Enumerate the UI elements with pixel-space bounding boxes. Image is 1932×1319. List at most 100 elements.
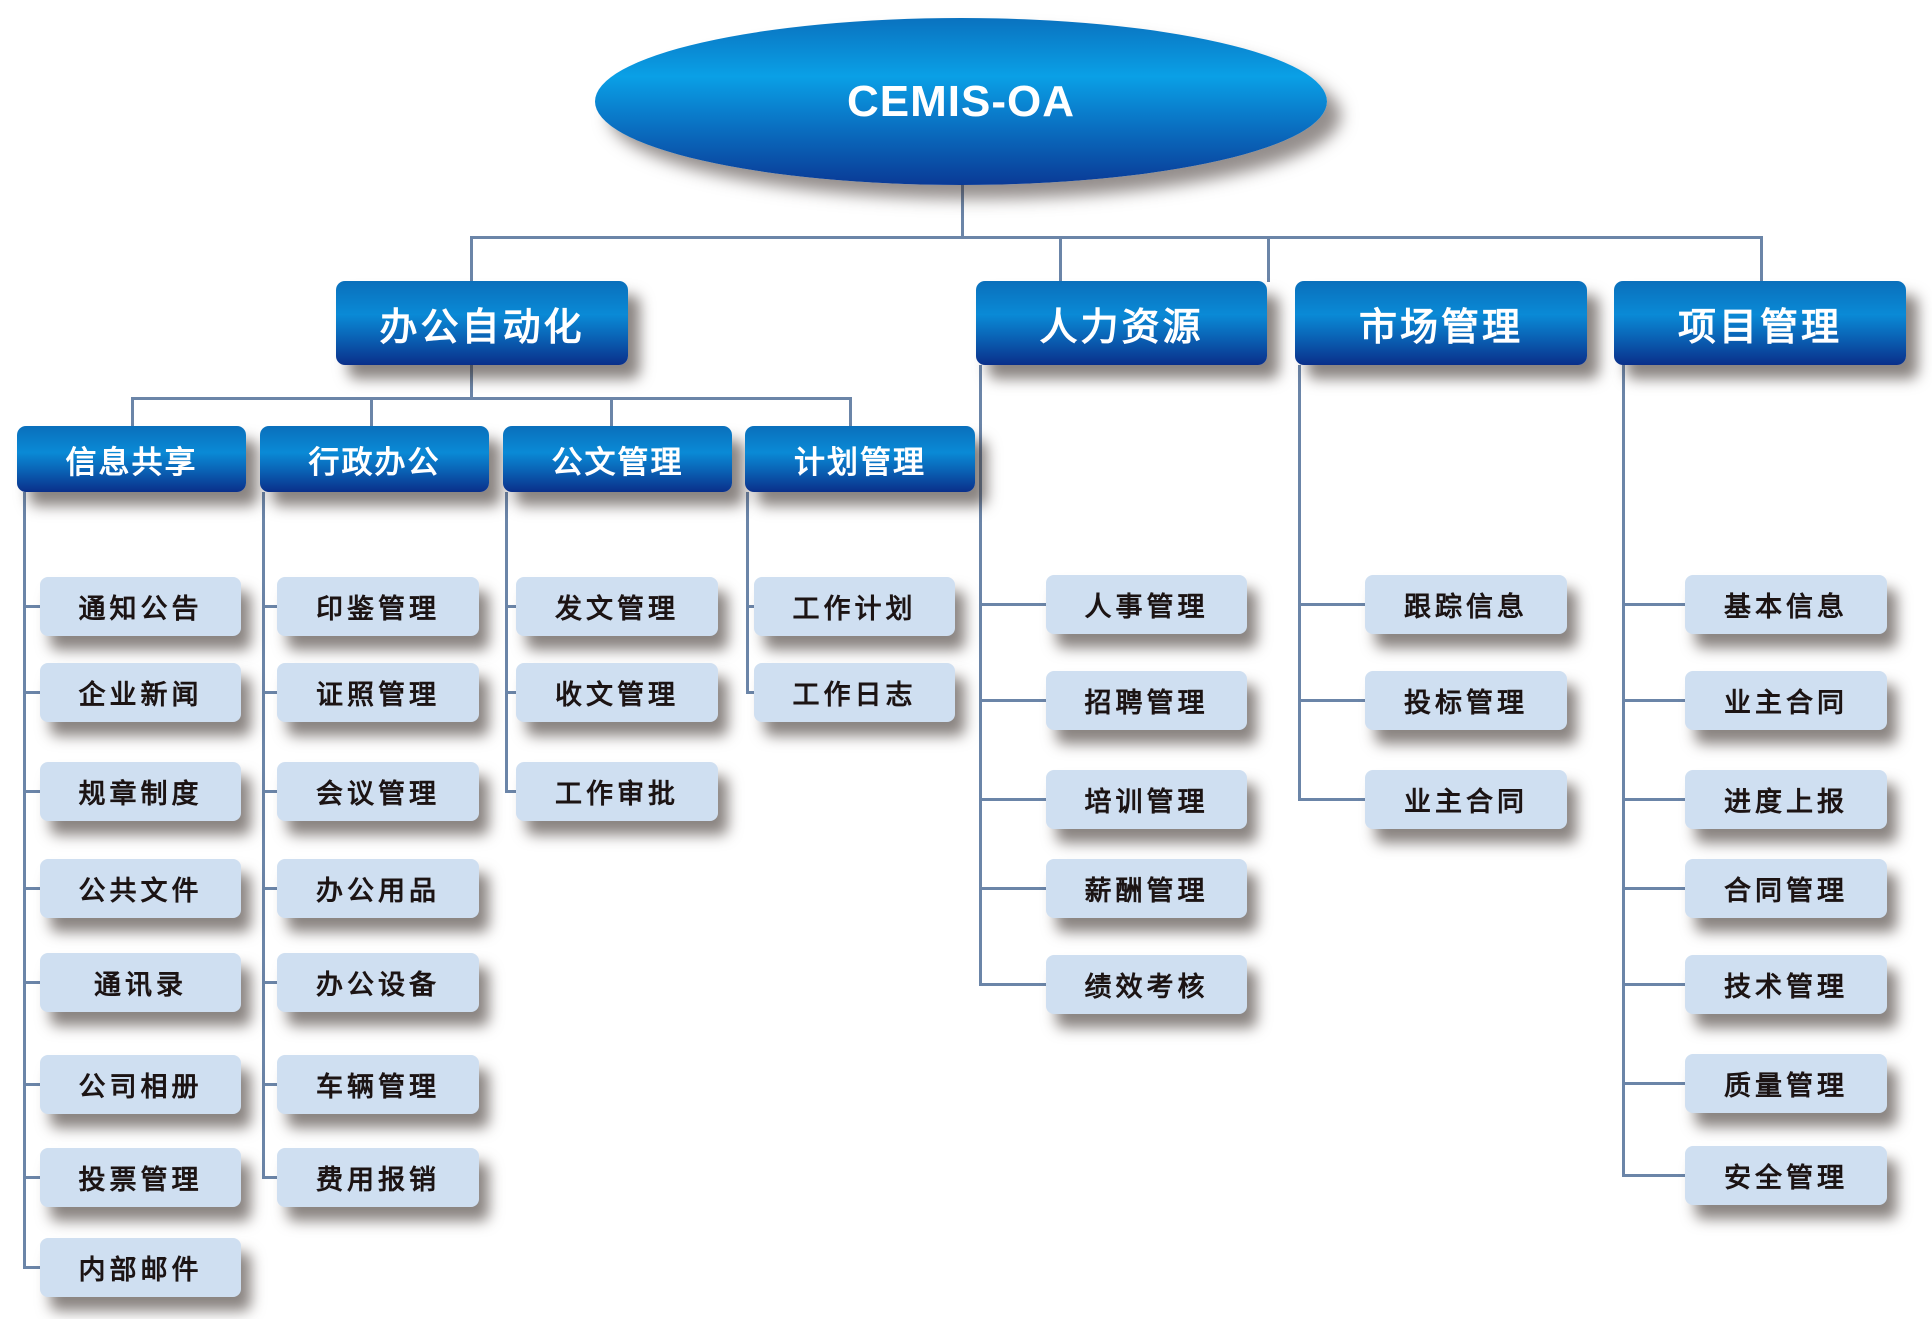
level1-drop [1267, 236, 1270, 282]
level2-drop [610, 397, 613, 427]
leaf-label: 业主合同 [1724, 688, 1848, 719]
node-document-management[interactable]: 公文管理 [503, 426, 732, 492]
leaf-label: 技术管理 [1724, 972, 1848, 1003]
level2-bus [131, 397, 852, 400]
leaf-human-resources[interactable]: 招聘管理 [1046, 671, 1247, 730]
leaf-document-management[interactable]: 收文管理 [516, 663, 718, 722]
leaf-administration[interactable]: 印鉴管理 [277, 577, 479, 636]
leaf-human-resources[interactable]: 人事管理 [1046, 575, 1247, 634]
node-project-management[interactable]: 项目管理 [1614, 281, 1906, 365]
branch-line [979, 798, 1046, 801]
office-stem [470, 365, 473, 399]
leaf-project-management[interactable]: 进度上报 [1685, 770, 1887, 829]
trunk-line [979, 365, 982, 986]
leaf-human-resources[interactable]: 薪酬管理 [1046, 859, 1247, 918]
node-label: 行政办公 [308, 444, 441, 481]
leaf-label: 费用报销 [316, 1165, 440, 1196]
leaf-label: 通讯录 [94, 970, 187, 1001]
level1-bus [470, 236, 1761, 239]
leaf-label: 发文管理 [555, 594, 679, 625]
branch-line [1622, 983, 1685, 986]
leaf-label: 跟踪信息 [1404, 592, 1528, 623]
leaf-label: 合同管理 [1724, 876, 1848, 907]
leaf-label: 工作审批 [555, 779, 679, 810]
leaf-label: 人事管理 [1084, 592, 1209, 623]
leaf-project-management[interactable]: 业主合同 [1685, 671, 1887, 730]
leaf-label: 招聘管理 [1084, 688, 1209, 719]
leaf-document-management[interactable]: 工作审批 [516, 762, 718, 821]
node-administration[interactable]: 行政办公 [260, 426, 489, 492]
branch-line [262, 981, 277, 984]
leaf-document-management[interactable]: 发文管理 [516, 577, 718, 636]
node-office-automation[interactable]: 办公自动化 [336, 281, 628, 365]
branch-line [979, 603, 1046, 606]
leaf-project-management[interactable]: 质量管理 [1685, 1054, 1887, 1113]
branch-line [23, 790, 40, 793]
leaf-plan-management[interactable]: 工作日志 [754, 663, 955, 722]
leaf-project-management[interactable]: 基本信息 [1685, 575, 1887, 634]
leaf-info-sharing[interactable]: 通知公告 [40, 577, 241, 636]
leaf-label: 印鉴管理 [316, 594, 440, 625]
branch-line [1622, 798, 1685, 801]
trunk-line [1298, 365, 1301, 801]
leaf-project-management[interactable]: 技术管理 [1685, 955, 1887, 1014]
trunk-line [1622, 365, 1625, 1177]
leaf-info-sharing[interactable]: 公共文件 [40, 859, 241, 918]
leaf-info-sharing[interactable]: 投票管理 [40, 1148, 241, 1207]
branch-line [262, 1176, 277, 1179]
branch-line [1298, 699, 1365, 702]
leaf-label: 投标管理 [1404, 688, 1528, 719]
leaf-label: 规章制度 [78, 779, 203, 810]
leaf-market-management[interactable]: 业主合同 [1365, 770, 1567, 829]
leaf-label: 公共文件 [78, 876, 203, 907]
leaf-info-sharing[interactable]: 公司相册 [40, 1055, 241, 1114]
trunk-line [746, 492, 749, 694]
leaf-info-sharing[interactable]: 通讯录 [40, 953, 241, 1012]
node-label: 计划管理 [794, 444, 926, 481]
leaf-market-management[interactable]: 投标管理 [1365, 671, 1567, 730]
leaf-project-management[interactable]: 安全管理 [1685, 1146, 1887, 1205]
node-human-resources[interactable]: 人力资源 [976, 281, 1267, 365]
branch-line [23, 887, 40, 890]
branch-line [262, 887, 277, 890]
level2-drop [849, 397, 852, 427]
leaf-administration[interactable]: 费用报销 [277, 1148, 479, 1207]
root-label: CEMIS-OA [847, 76, 1075, 126]
leaf-info-sharing[interactable]: 规章制度 [40, 762, 241, 821]
leaf-human-resources[interactable]: 绩效考核 [1046, 955, 1247, 1014]
branch-line [505, 691, 516, 694]
branch-line [23, 1176, 40, 1179]
leaf-administration[interactable]: 证照管理 [277, 663, 479, 722]
node-plan-management[interactable]: 计划管理 [745, 426, 975, 492]
branch-line [1298, 603, 1365, 606]
leaf-administration[interactable]: 办公用品 [277, 859, 479, 918]
node-label: 办公自动化 [379, 303, 585, 349]
leaf-label: 办公设备 [316, 970, 440, 1001]
leaf-label: 车辆管理 [316, 1072, 440, 1103]
node-market-management[interactable]: 市场管理 [1295, 281, 1587, 365]
leaf-label: 质量管理 [1724, 1071, 1848, 1102]
branch-line [23, 691, 40, 694]
leaf-administration[interactable]: 会议管理 [277, 762, 479, 821]
branch-line [1622, 1174, 1685, 1177]
leaf-plan-management[interactable]: 工作计划 [754, 577, 955, 636]
leaf-info-sharing[interactable]: 企业新闻 [40, 663, 241, 722]
leaf-administration[interactable]: 车辆管理 [277, 1055, 479, 1114]
leaf-label: 培训管理 [1084, 787, 1209, 818]
leaf-info-sharing[interactable]: 内部邮件 [40, 1238, 241, 1297]
level2-drop [370, 397, 373, 427]
leaf-administration[interactable]: 办公设备 [277, 953, 479, 1012]
branch-line [23, 981, 40, 984]
leaf-human-resources[interactable]: 培训管理 [1046, 770, 1247, 829]
leaf-label: 薪酬管理 [1084, 876, 1209, 907]
level1-drop [1760, 236, 1763, 282]
branch-line [1298, 798, 1365, 801]
root-node[interactable]: CEMIS-OA [595, 18, 1327, 185]
leaf-market-management[interactable]: 跟踪信息 [1365, 575, 1567, 634]
node-info-sharing[interactable]: 信息共享 [17, 426, 246, 492]
node-label: 市场管理 [1358, 303, 1523, 349]
leaf-label: 证照管理 [316, 680, 440, 711]
branch-line [262, 1083, 277, 1086]
trunk-line [23, 492, 26, 1269]
leaf-project-management[interactable]: 合同管理 [1685, 859, 1887, 918]
